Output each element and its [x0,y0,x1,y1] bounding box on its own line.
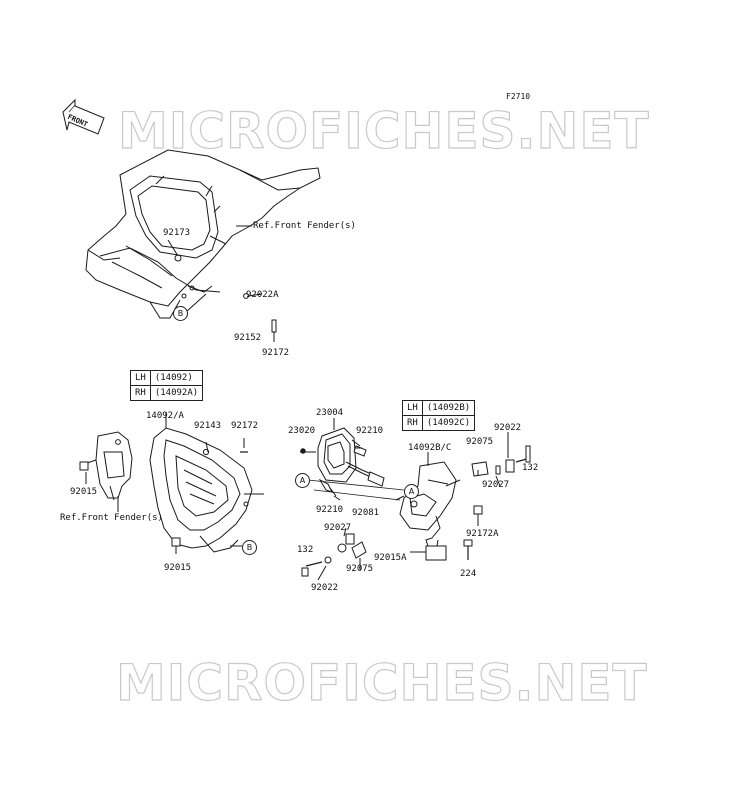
part-92022A: 92022A [246,290,279,300]
part-132-right: 132 [522,463,539,473]
part-92022-top: 92022 [494,423,522,433]
watermark-bottom: MICROFICHES.NET [115,654,648,712]
part-92152: 92152 [234,333,262,343]
fender-top-shape [85,149,321,319]
part-92143: 92143 [194,421,222,431]
table-cell-part: (14092A) [149,385,204,401]
headlight-cover-left-shape [149,427,264,553]
table-cell-part: (14092C) [421,415,476,431]
part-224: 224 [460,569,477,579]
part-92172-mid: 92172 [231,421,259,431]
part-92022-bottom: 92022 [311,583,339,593]
table-cell-side: RH [130,385,151,401]
table-cell-part: (14092B) [421,400,476,416]
callout-b-bottom: B [242,540,257,555]
part-92015-bottom: 92015 [164,563,192,573]
part-92210-bottom: 92210 [316,505,344,515]
table-cell-side: LH [130,370,151,386]
callout-a-left: A [295,473,310,488]
part-132-left: 132 [297,545,314,555]
callout-a-right: A [404,484,419,499]
part-92081: 92081 [352,508,380,518]
side-table-left: LH (14092) RH (14092A) [130,370,204,401]
part-92075-top: 92075 [466,437,494,447]
part-92075-bottom: 92075 [346,564,374,574]
part-92173: 92173 [163,228,191,238]
part-92172-top: 92172 [262,348,290,358]
watermark-top: MICROFICHES.NET [117,102,650,160]
part-92210-top: 92210 [356,426,384,436]
callout-b-top: B [173,306,188,321]
part-92027-left: 92027 [324,523,352,533]
table-cell-side: LH [402,400,423,416]
side-table-right: LH (14092B) RH (14092C) [402,400,476,431]
ref-front-fender-top: Ref.Front Fender(s) [253,221,356,231]
part-92172A: 92172A [466,529,499,539]
part-14092A: 14092/A [146,411,184,421]
right-bracket-shape [399,461,461,553]
part-23020: 23020 [288,426,316,436]
headlight-lamp-shape [317,427,385,487]
part-14092BC: 14092B/C [408,443,452,453]
part-23004: 23004 [316,408,344,418]
ref-front-fender-left: Ref.Front Fender(s) [60,513,163,523]
left-bracket-shape [95,431,133,501]
table-cell-side: RH [402,415,423,431]
figure-code: F2710 [506,92,531,101]
table-cell-part: (14092) [149,370,204,386]
front-arrow-icon [62,98,105,135]
part-92027-right: 92027 [482,480,510,490]
part-92015-left: 92015 [70,487,98,497]
part-92015A: 92015A [374,553,407,563]
